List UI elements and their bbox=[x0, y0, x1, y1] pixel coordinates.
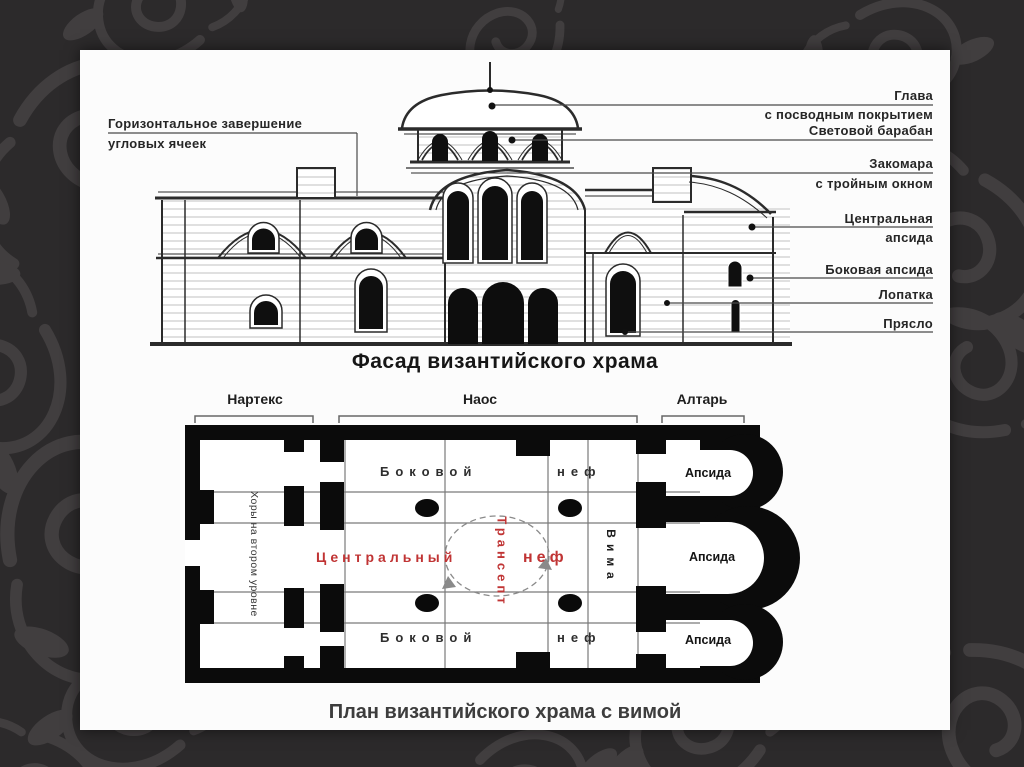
dome-circle bbox=[442, 515, 552, 597]
zone-brackets bbox=[194, 415, 745, 423]
plan-drawing bbox=[185, 415, 800, 683]
apse-label-top: Апсида bbox=[684, 466, 732, 480]
apse-label-middle: Апсида bbox=[688, 550, 736, 564]
side-nave-bottom-nef: неф bbox=[557, 630, 602, 645]
label-zakomara-sub: с тройным окном bbox=[815, 176, 933, 191]
plan-title: План византийского храма с вимой bbox=[328, 701, 682, 723]
facade-leader-dots bbox=[487, 87, 756, 335]
plan-walls bbox=[185, 425, 800, 683]
label-drum: Световой барабан bbox=[808, 123, 933, 138]
side-nave-top-nef: неф bbox=[557, 464, 602, 479]
label-zakomara: Закомара bbox=[869, 156, 933, 171]
facade-drawing bbox=[108, 62, 933, 346]
central-nave-nef: неф bbox=[523, 549, 568, 566]
church-diagram bbox=[108, 62, 933, 683]
transept-label: Трансепт bbox=[494, 516, 510, 608]
label-glava: Глава bbox=[894, 88, 933, 103]
apse-label-bottom: Апсида bbox=[684, 633, 732, 647]
plan-columns bbox=[415, 499, 582, 612]
zone-altar: Алтарь bbox=[676, 391, 728, 407]
side-nave-top-label: Боковой bbox=[380, 464, 478, 479]
facade-leader-lines bbox=[108, 104, 933, 333]
facade-title: Фасад византийского храма bbox=[351, 350, 659, 373]
label-glava-sub: с посводным покрытием bbox=[764, 107, 933, 122]
plan-grid bbox=[200, 440, 700, 668]
zone-naos: Наос bbox=[462, 391, 498, 407]
label-corner-cells-line2: угловых ячеек bbox=[108, 136, 207, 151]
central-nave-label: Центральный bbox=[316, 549, 457, 565]
choir-label: Хоры на втором уровне bbox=[248, 491, 260, 617]
plan-piers bbox=[200, 440, 666, 668]
label-side-apse: Боковая апсида bbox=[825, 262, 933, 277]
vima-label: Вима bbox=[604, 529, 618, 585]
presentation-slide: Горизонтальное завершение угловых ячеек … bbox=[80, 50, 950, 730]
side-nave-bottom-label: Боковой bbox=[380, 630, 478, 645]
label-central-apse: Центральная bbox=[844, 211, 933, 226]
label-central-apse-sub: апсида bbox=[885, 230, 933, 245]
zone-narthex: Нартекс bbox=[227, 391, 283, 407]
facade-windows bbox=[247, 131, 743, 344]
label-pryaslo: Прясло bbox=[883, 316, 933, 331]
label-lopatka: Лопатка bbox=[878, 287, 933, 302]
label-corner-cells-line1: Горизонтальное завершение bbox=[108, 116, 303, 131]
